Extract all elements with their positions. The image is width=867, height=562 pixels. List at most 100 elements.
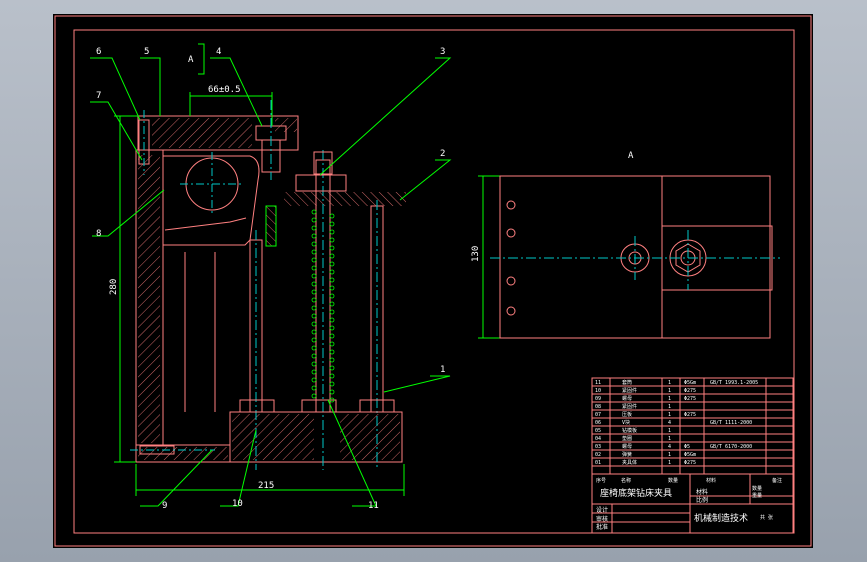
section-label: A <box>188 55 194 65</box>
bom-cell: GB/T 1993.1-2005 <box>710 380 758 386</box>
label-material: 材料 <box>696 488 708 496</box>
bom-cell: Φ5 <box>684 444 690 450</box>
hatch-base-right <box>232 414 314 460</box>
bom-cell: 1 <box>668 452 671 458</box>
spring-coil <box>329 237 335 243</box>
bom-cell: 11 <box>595 380 601 386</box>
spring-coil <box>311 393 317 399</box>
spring-coil <box>329 373 335 379</box>
bom-cell: 紧固件 <box>622 387 637 394</box>
design-name: 座椅底架钻床夹具 <box>600 487 672 499</box>
spring-coil <box>311 321 317 327</box>
bom-cell: 1 <box>668 404 671 410</box>
bom-cell: Φ5Gm <box>684 380 696 386</box>
spring-coil <box>329 245 335 251</box>
spring-coil <box>329 309 335 315</box>
spring-coil <box>311 281 317 287</box>
support-insert <box>265 205 277 247</box>
spring-coil <box>329 221 335 227</box>
balloon-9: 9 <box>162 501 167 511</box>
spring-coil <box>311 225 317 231</box>
spring-coil <box>311 385 317 391</box>
bom-cell: V块 <box>622 419 630 426</box>
spring-coil <box>329 317 335 323</box>
balloon-8: 8 <box>96 229 101 239</box>
spring-coil <box>329 213 335 219</box>
bom-cell: 紧固件 <box>622 403 637 410</box>
side-view-centerlines <box>490 230 780 290</box>
bom-cell: 压板 <box>622 411 632 418</box>
label-ratio: 比例 <box>696 496 708 504</box>
spring-coil <box>311 217 317 223</box>
hatch-top-plate <box>284 192 406 206</box>
hatch-drill-plate-right <box>275 118 297 132</box>
spring-coil <box>329 285 335 291</box>
spring-coil <box>311 273 317 279</box>
spring-coil <box>311 233 317 239</box>
spring-coil <box>311 369 317 375</box>
spring-coil <box>311 361 317 367</box>
view-label: A <box>628 151 634 161</box>
hatch-column <box>138 155 160 443</box>
spring-coil <box>311 265 317 271</box>
bom-cell: Φ5Gm <box>684 452 696 458</box>
bom-cell: 1 <box>668 388 671 394</box>
title-block <box>591 377 794 534</box>
bom-cell: 钻模板 <box>622 427 637 434</box>
company-name: 机械制造技术 <box>694 512 748 524</box>
spring-coil <box>329 357 335 363</box>
bom-cell: 06 <box>595 420 601 426</box>
spring-coil <box>311 241 317 247</box>
guide-rods <box>239 150 395 470</box>
spring-coil <box>311 313 317 319</box>
dim-bottom-width: 215 <box>258 481 274 491</box>
inner-frame <box>73 29 795 534</box>
compression-spring <box>311 209 335 403</box>
spring-coil <box>329 293 335 299</box>
label-weight: 重量 <box>752 492 762 499</box>
header-no: 序号 <box>596 477 606 484</box>
label-designer: 设计 <box>596 506 608 514</box>
bom-cell: 1 <box>668 460 671 466</box>
balloon-2: 2 <box>440 149 445 159</box>
header-name: 名称 <box>621 477 631 484</box>
bom-cell: GB/T 6170-2000 <box>710 444 752 450</box>
bom-cell: GB/T 1111-2000 <box>710 420 752 426</box>
dim-height: 280 <box>109 279 119 295</box>
bom-cell: 02 <box>595 452 601 458</box>
spring-coil <box>311 297 317 303</box>
bom-cell: 1 <box>668 428 671 434</box>
hatch-drill-plate <box>152 118 252 148</box>
dimensions <box>114 43 500 496</box>
bom-cell: Φ275 <box>684 396 696 402</box>
spring-coil <box>311 345 317 351</box>
bom-cell: 螺母 <box>622 443 632 450</box>
bom-cell: 1 <box>668 396 671 402</box>
bom-cell: Φ275 <box>684 388 696 394</box>
bom-cell: 螺母 <box>622 395 632 402</box>
balloon-6: 6 <box>96 47 101 57</box>
spring-coil <box>329 341 335 347</box>
bom-cell: 03 <box>595 444 601 450</box>
label-sheet: 共 张 <box>760 514 773 521</box>
bom-cell: 4 <box>668 420 671 426</box>
spring-coil <box>329 301 335 307</box>
balloon-5: 5 <box>144 47 149 57</box>
spring-coil <box>329 261 335 267</box>
title-block-frame <box>591 377 794 534</box>
balloon-10: 10 <box>232 499 243 509</box>
spring-coil <box>311 329 317 335</box>
balloon-1: 1 <box>440 365 445 375</box>
leader-lines <box>90 57 452 507</box>
spring-coil <box>311 337 317 343</box>
label-approver: 批准 <box>596 523 608 531</box>
locating-pin <box>138 110 150 175</box>
sheet-background <box>53 14 813 548</box>
hatch-base-right2 <box>340 414 400 460</box>
workpiece <box>163 152 260 412</box>
spring-coil <box>311 209 317 215</box>
spring-coil <box>329 269 335 275</box>
